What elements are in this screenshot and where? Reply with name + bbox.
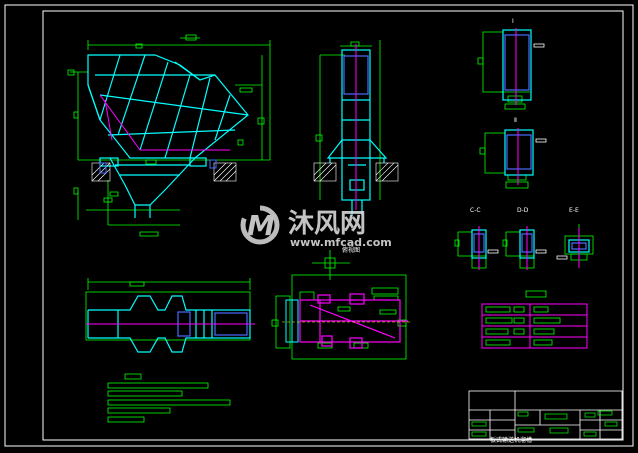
section-1-label: Ⅰ — [512, 18, 514, 25]
section-view-d: D-D — [502, 207, 547, 270]
section-2-label: Ⅱ — [514, 117, 517, 124]
title-block: 板式输送机溜槽 — [468, 390, 623, 444]
watermark-logo-icon: M — [240, 205, 280, 245]
plan-view-left — [85, 278, 255, 353]
svg-text:M: M — [247, 209, 275, 242]
section-view-e: E-E — [556, 207, 594, 268]
side-view-column: 俯视图 — [313, 40, 399, 254]
section-c-label: C-C — [470, 207, 481, 214]
bottom-center-view — [271, 250, 410, 360]
material-table — [481, 290, 588, 349]
drawing-border — [42, 10, 624, 441]
technical-notes — [107, 373, 231, 423]
outer-frame — [4, 4, 634, 447]
section-d-label: D-D — [517, 207, 529, 214]
section-view-2: Ⅱ — [479, 117, 547, 189]
front-view-hopper — [67, 34, 271, 237]
watermark-url: www.mfcad.com — [290, 236, 392, 249]
title-block-caption: 板式输送机溜槽 — [490, 436, 532, 444]
center-view-label: 俯视图 — [342, 246, 360, 254]
watermark: M 沐风网 www.mfcad.com — [240, 205, 392, 249]
section-view-1: Ⅰ — [477, 18, 545, 110]
watermark-brand: 沐风网 — [288, 209, 366, 239]
section-e-label: E-E — [569, 207, 579, 214]
section-view-c: C-C — [454, 207, 499, 270]
